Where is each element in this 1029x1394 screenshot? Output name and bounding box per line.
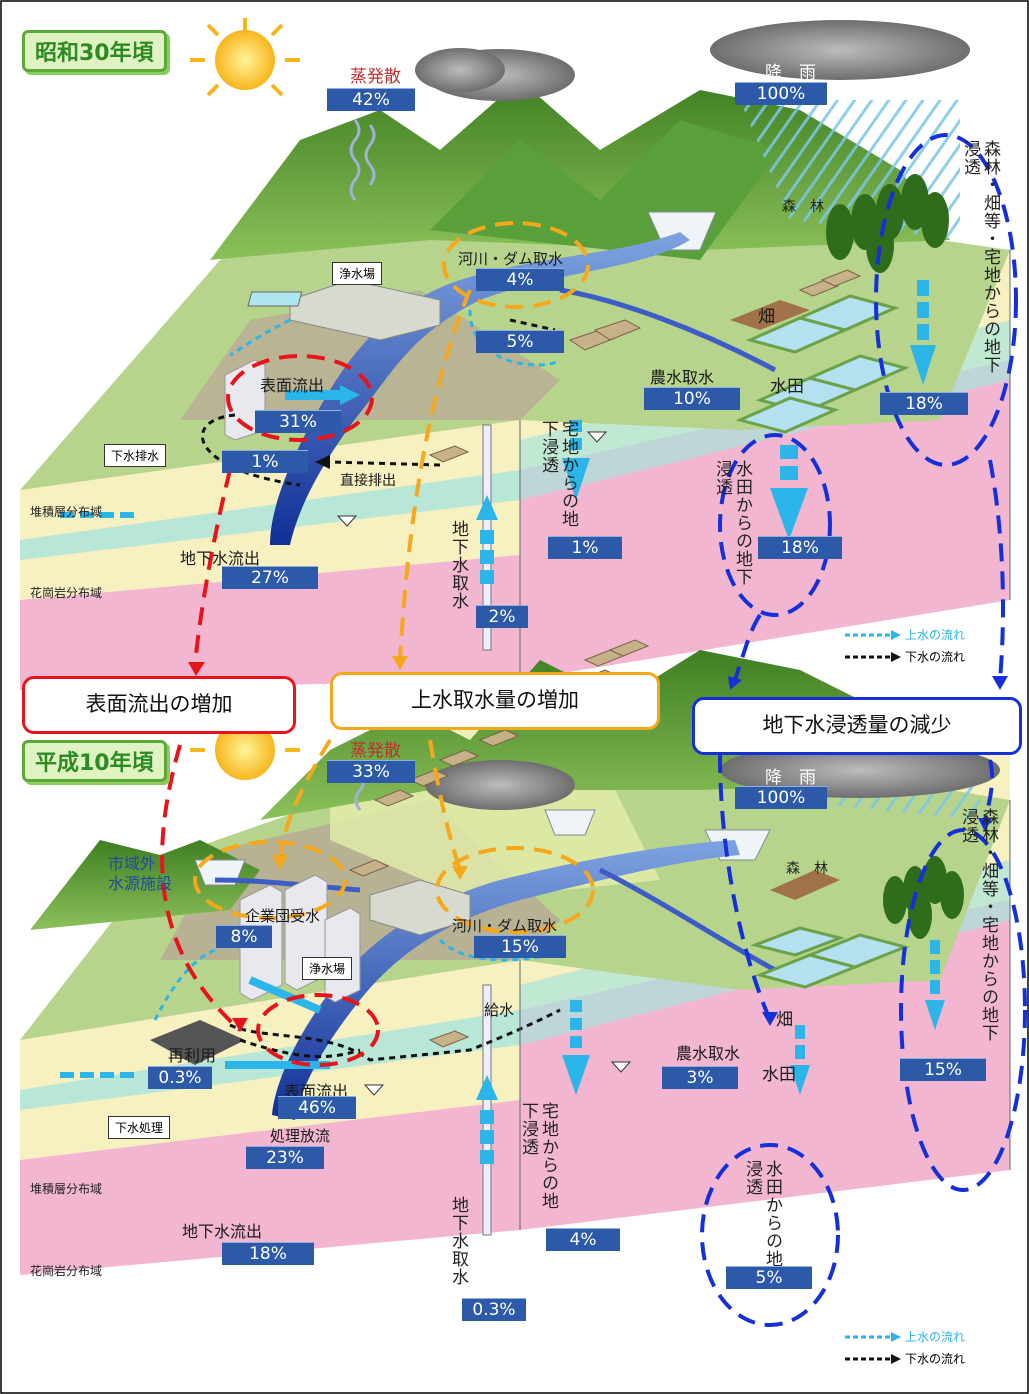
groundwater-outflow-pct-b: 18% bbox=[222, 1242, 314, 1265]
legend-sewage: 下水の流れ bbox=[845, 648, 965, 665]
groundwater-outflow-pct: 27% bbox=[222, 566, 318, 589]
legend-sewage-label: 下水の流れ bbox=[905, 650, 966, 664]
residential-infiltration-label: 宅地からの地下浸透 bbox=[538, 420, 578, 528]
water-supply-label-b: 給水 bbox=[484, 1001, 515, 1019]
groundwater-intake-pct: 2% bbox=[476, 605, 528, 628]
rain-pct-b: 100% bbox=[735, 786, 827, 809]
groundwater-intake-label-b: 地下水取水 bbox=[448, 1196, 468, 1286]
sediment-layer-label-b: 堆積層分布域 bbox=[30, 1182, 103, 1196]
groundwater-outflow-label-b: 地下水流出 bbox=[182, 1222, 263, 1241]
paddy-infiltration-pct: 18% bbox=[758, 536, 842, 559]
rain-label: 降 雨 bbox=[765, 63, 816, 83]
forest-infiltration-pct: 18% bbox=[880, 392, 968, 415]
forest-infiltration-label-b: 森林・畑等・宅地からの地下浸透 bbox=[958, 808, 998, 1042]
direct-discharge-label: 直接排出 bbox=[340, 473, 396, 489]
forest-label: 森 林 bbox=[782, 199, 824, 215]
surface-runoff-pct: 31% bbox=[255, 410, 341, 433]
paddy-infiltration-pct-b: 5% bbox=[726, 1266, 812, 1289]
surface-runoff-label: 表面流出 bbox=[260, 376, 325, 395]
legend-sewage-label-b: 下水の流れ bbox=[905, 1352, 966, 1366]
surface-runoff-pct-b: 46% bbox=[278, 1096, 356, 1119]
callout-water-intake-increase: 上水取水量の増加 bbox=[330, 672, 660, 730]
field-label: 畑 bbox=[758, 307, 775, 327]
paddy-label: 水田 bbox=[770, 377, 804, 397]
river-dam-intake-pct: 4% bbox=[476, 268, 564, 291]
forest-label-b: 森 林 bbox=[786, 861, 828, 877]
sewage-treatment-label: 下水処理 bbox=[108, 1116, 171, 1139]
top-block bbox=[20, 18, 1011, 690]
enterprise-water-label: 企業団受水 bbox=[245, 907, 321, 925]
sewage-discharge-label: 下水排水 bbox=[104, 444, 167, 467]
sewage-discharge-pct: 1% bbox=[222, 450, 308, 473]
evaporation-pct-b: 33% bbox=[327, 760, 415, 783]
field-label-b: 畑 bbox=[776, 1010, 793, 1030]
evaporation-pct: 42% bbox=[327, 88, 415, 111]
agri-intake-label-b: 農水取水 bbox=[676, 1044, 741, 1063]
groundwater-intake-pct-b: 0.3% bbox=[462, 1298, 526, 1321]
residential-infiltration-pct-b: 4% bbox=[546, 1228, 620, 1251]
purification-plant-label-b: 浄水場 bbox=[302, 957, 353, 980]
river-dam-intake-label-b: 河川・ダム取水 bbox=[452, 917, 558, 935]
legend-water-label: 上水の流れ bbox=[905, 628, 966, 642]
residential-infiltration-label-b: 宅地からの地下浸透 bbox=[518, 1102, 558, 1210]
agri-intake-label: 農水取水 bbox=[650, 368, 715, 387]
legend-water-b: 上水の流れ bbox=[845, 1328, 965, 1345]
legend-water: 上水の流れ bbox=[845, 626, 965, 643]
forest-infiltration-pct-b: 15% bbox=[900, 1058, 986, 1081]
granite-layer-label-b: 花崗岩分布域 bbox=[30, 1264, 103, 1278]
residential-infiltration-pct: 1% bbox=[548, 536, 622, 559]
era-label-heisei10: 平成10年頃 bbox=[22, 740, 167, 782]
bottom-block bbox=[20, 639, 1011, 1275]
callout-groundwater-decrease: 地下水浸透量の減少 bbox=[692, 697, 1022, 755]
river-dam-intake-label: 河川・ダム取水 bbox=[458, 250, 564, 268]
evaporation-label-b: 蒸発散 bbox=[350, 741, 401, 761]
era-label-showa30: 昭和30年頃 bbox=[22, 30, 167, 72]
groundwater-intake-label: 地下水取水 bbox=[448, 520, 468, 610]
legend-water-label-b: 上水の流れ bbox=[905, 1330, 966, 1344]
paddy-infiltration-label-b: 水田からの地下浸透 bbox=[742, 1160, 782, 1286]
paddy-label-b: 水田 bbox=[762, 1065, 796, 1085]
rain-pct: 100% bbox=[735, 82, 827, 105]
enterprise-water-pct: 8% bbox=[216, 925, 272, 948]
granite-layer-label: 花崗岩分布域 bbox=[30, 586, 103, 600]
evaporation-label: 蒸発散 bbox=[350, 67, 401, 87]
reuse-pct: 0.3% bbox=[148, 1066, 212, 1089]
callout-surface-runoff-increase: 表面流出の増加 bbox=[22, 676, 296, 734]
legend-sewage-b: 下水の流れ bbox=[845, 1350, 965, 1367]
water-supply-pct: 5% bbox=[476, 330, 564, 353]
annotation-arrowheads bbox=[188, 656, 1008, 1032]
agri-intake-pct: 10% bbox=[644, 387, 740, 410]
reuse-label: 再利用 bbox=[168, 1046, 217, 1065]
river-dam-intake-pct-b: 15% bbox=[474, 935, 566, 958]
treated-discharge-pct: 23% bbox=[246, 1146, 324, 1169]
purification-plant-label: 浄水場 bbox=[332, 262, 383, 285]
paddy-infiltration-label: 水田からの地下浸透 bbox=[712, 460, 752, 586]
sediment-layer-label: 堆積層分布域 bbox=[30, 505, 103, 519]
treated-discharge-label: 処理放流 bbox=[270, 1127, 331, 1145]
agri-intake-pct-b: 3% bbox=[662, 1066, 738, 1089]
forest-infiltration-label: 森林・畑等・宅地からの地下浸透 bbox=[960, 140, 1000, 374]
outside-source-label: 市域外 水源施設 bbox=[108, 854, 173, 893]
rain-label-b: 降 雨 bbox=[765, 768, 816, 788]
annotation-overlays bbox=[160, 133, 1027, 1327]
groundwater-outflow-label: 地下水流出 bbox=[180, 549, 261, 568]
